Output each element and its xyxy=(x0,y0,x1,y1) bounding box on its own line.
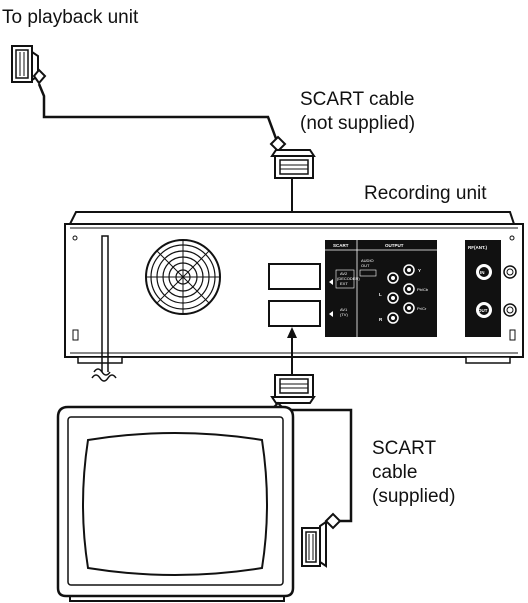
svg-text:EXT: EXT xyxy=(340,281,348,286)
svg-text:(TV): (TV) xyxy=(340,312,348,317)
svg-text:OUTPUT: OUTPUT xyxy=(385,243,404,248)
scart-cable-top-wire xyxy=(37,83,280,145)
scart-plug-tv-icon xyxy=(301,512,342,568)
scart-cable-bottom-wire xyxy=(285,408,353,523)
svg-text:Y: Y xyxy=(418,268,421,273)
svg-text:RF(ANT.): RF(ANT.) xyxy=(468,245,487,250)
scart-socket-av1 xyxy=(268,300,321,327)
label-line: cable xyxy=(372,462,418,483)
label-line: (not supplied) xyxy=(300,113,416,134)
svg-text:AV2: AV2 xyxy=(340,271,348,276)
label-scart-cable-not-supplied: SCART cable (not supplied) xyxy=(300,88,415,136)
svg-text:AV1: AV1 xyxy=(340,307,348,312)
label-recording-unit: Recording unit xyxy=(364,183,487,204)
scart-plug-top-icon xyxy=(269,135,316,179)
television xyxy=(56,405,295,602)
recording-unit: SCART OUTPUT AV2 (DECODER) EXT AV1 (TV) … xyxy=(64,211,524,382)
arrow-into-av1 xyxy=(287,327,297,375)
label-playback-unit: To playback unit xyxy=(2,7,139,28)
label-line: SCART cable xyxy=(300,89,415,110)
scart-plug-playback-icon xyxy=(11,45,47,85)
svg-text:(DECODER): (DECODER) xyxy=(337,276,360,281)
svg-text:Pb/Cb: Pb/Cb xyxy=(417,287,429,292)
svg-text:OUT: OUT xyxy=(478,308,488,313)
svg-text:Pr/Cr: Pr/Cr xyxy=(417,306,427,311)
svg-text:OUT: OUT xyxy=(361,263,370,268)
svg-text:L: L xyxy=(379,292,382,297)
svg-text:R: R xyxy=(379,317,383,322)
label-line: SCART xyxy=(372,438,437,459)
label-scart-cable-supplied: SCART cable (supplied) xyxy=(372,437,455,509)
connector-panel: SCART OUTPUT AV2 (DECODER) EXT AV1 (TV) … xyxy=(325,240,437,337)
power-cord-icon xyxy=(91,235,117,382)
svg-text:SCART: SCART xyxy=(333,243,349,248)
svg-text:AUDIO: AUDIO xyxy=(361,258,374,263)
scart-socket-av2 xyxy=(268,263,321,290)
svg-text:IN: IN xyxy=(480,270,485,275)
fan-icon xyxy=(145,239,221,315)
rf-antenna-panel: RF(ANT.) IN OUT xyxy=(465,240,501,337)
label-line: (supplied) xyxy=(372,486,456,507)
